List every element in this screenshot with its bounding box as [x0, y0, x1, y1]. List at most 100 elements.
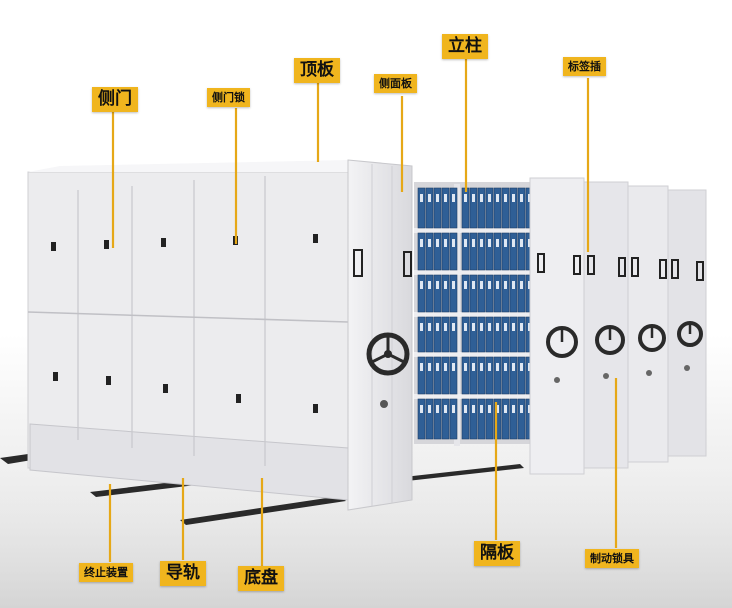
binder-label: [472, 281, 475, 289]
binder-label: [512, 323, 515, 331]
binder-label: [464, 194, 467, 202]
binder-label: [464, 363, 467, 371]
binder: [433, 398, 442, 440]
binder: [441, 356, 450, 395]
binder: [509, 232, 518, 271]
binder-label: [480, 323, 483, 331]
binder: [449, 232, 458, 271]
binder: [509, 187, 518, 229]
binder-label: [504, 405, 507, 413]
binder-label: [444, 363, 447, 371]
binder-label: [436, 323, 439, 331]
binder: [485, 274, 494, 313]
closed-cabinet: [27, 160, 349, 501]
binder-label: [488, 239, 491, 247]
binder: [517, 232, 526, 271]
binder: [477, 232, 486, 271]
binder-label: [452, 405, 455, 413]
binder-label: [436, 194, 439, 202]
binder: [441, 398, 450, 440]
binder-label: [452, 363, 455, 371]
binder-label: [496, 323, 499, 331]
binder-label: [480, 281, 483, 289]
binders: [417, 187, 534, 440]
label-side-panel: 侧面板: [374, 74, 417, 93]
binder: [433, 356, 442, 395]
binder: [501, 187, 510, 229]
binder: [425, 398, 434, 440]
binder: [441, 274, 450, 313]
binder-label: [464, 405, 467, 413]
handwheels: [546, 321, 703, 358]
binder: [477, 398, 486, 440]
binder-label: [488, 281, 491, 289]
side-panel: [347, 159, 413, 511]
binder: [441, 316, 450, 353]
binder-label: [420, 363, 423, 371]
binder-label: [444, 239, 447, 247]
label-base-plate: 底盘: [238, 566, 284, 591]
binder-label: [436, 405, 439, 413]
label-side-door-lock: 侧门锁: [207, 88, 250, 107]
binder-label: [496, 405, 499, 413]
binder-label: [428, 194, 431, 202]
binder-label: [488, 405, 491, 413]
binder: [485, 232, 494, 271]
binder-label: [504, 281, 507, 289]
binder-label: [428, 363, 431, 371]
binder-label: [428, 281, 431, 289]
binder: [485, 398, 494, 440]
binder-label: [504, 323, 507, 331]
open-shelves: [414, 182, 534, 446]
binder-label: [452, 323, 455, 331]
binder-label: [488, 323, 491, 331]
binder-label: [512, 405, 515, 413]
binder: [493, 398, 502, 440]
binder: [461, 356, 470, 395]
binder-label: [464, 323, 467, 331]
binder-label: [436, 281, 439, 289]
binder: [477, 187, 486, 229]
binder-label: [496, 363, 499, 371]
binder: [501, 274, 510, 313]
binder-label: [420, 281, 423, 289]
binder-label: [480, 405, 483, 413]
binder-label: [428, 405, 431, 413]
binder: [417, 187, 426, 229]
binder: [441, 187, 450, 229]
binder-label: [512, 363, 515, 371]
binder-label: [420, 239, 423, 247]
binder: [517, 316, 526, 353]
binder: [433, 274, 442, 313]
binder-label: [472, 239, 475, 247]
binder: [449, 274, 458, 313]
binder: [461, 398, 470, 440]
binder-label: [420, 323, 423, 331]
binder: [469, 274, 478, 313]
binder-label: [504, 239, 507, 247]
binder-label: [504, 194, 507, 202]
binder-label: [452, 194, 455, 202]
binder: [469, 356, 478, 395]
binder-label: [444, 405, 447, 413]
binder: [501, 398, 510, 440]
label-stop-device: 终止装置: [79, 563, 133, 582]
binder-label: [452, 239, 455, 247]
binder: [449, 316, 458, 353]
binder-label: [496, 239, 499, 247]
binder-label: [472, 323, 475, 331]
binder: [493, 356, 502, 395]
handwheel: [366, 332, 410, 376]
binder-label: [472, 194, 475, 202]
binder-label: [472, 363, 475, 371]
label-brake-lock: 制动锁具: [585, 549, 639, 568]
binder: [493, 232, 502, 271]
label-shelf-divider: 隔板: [474, 541, 520, 566]
binder-label: [420, 405, 423, 413]
binder: [509, 274, 518, 313]
label-guide-rail: 导轨: [160, 561, 206, 586]
binder-label: [444, 281, 447, 289]
label-label-slot: 标签插: [563, 57, 606, 76]
label-upright: 立柱: [442, 34, 488, 59]
